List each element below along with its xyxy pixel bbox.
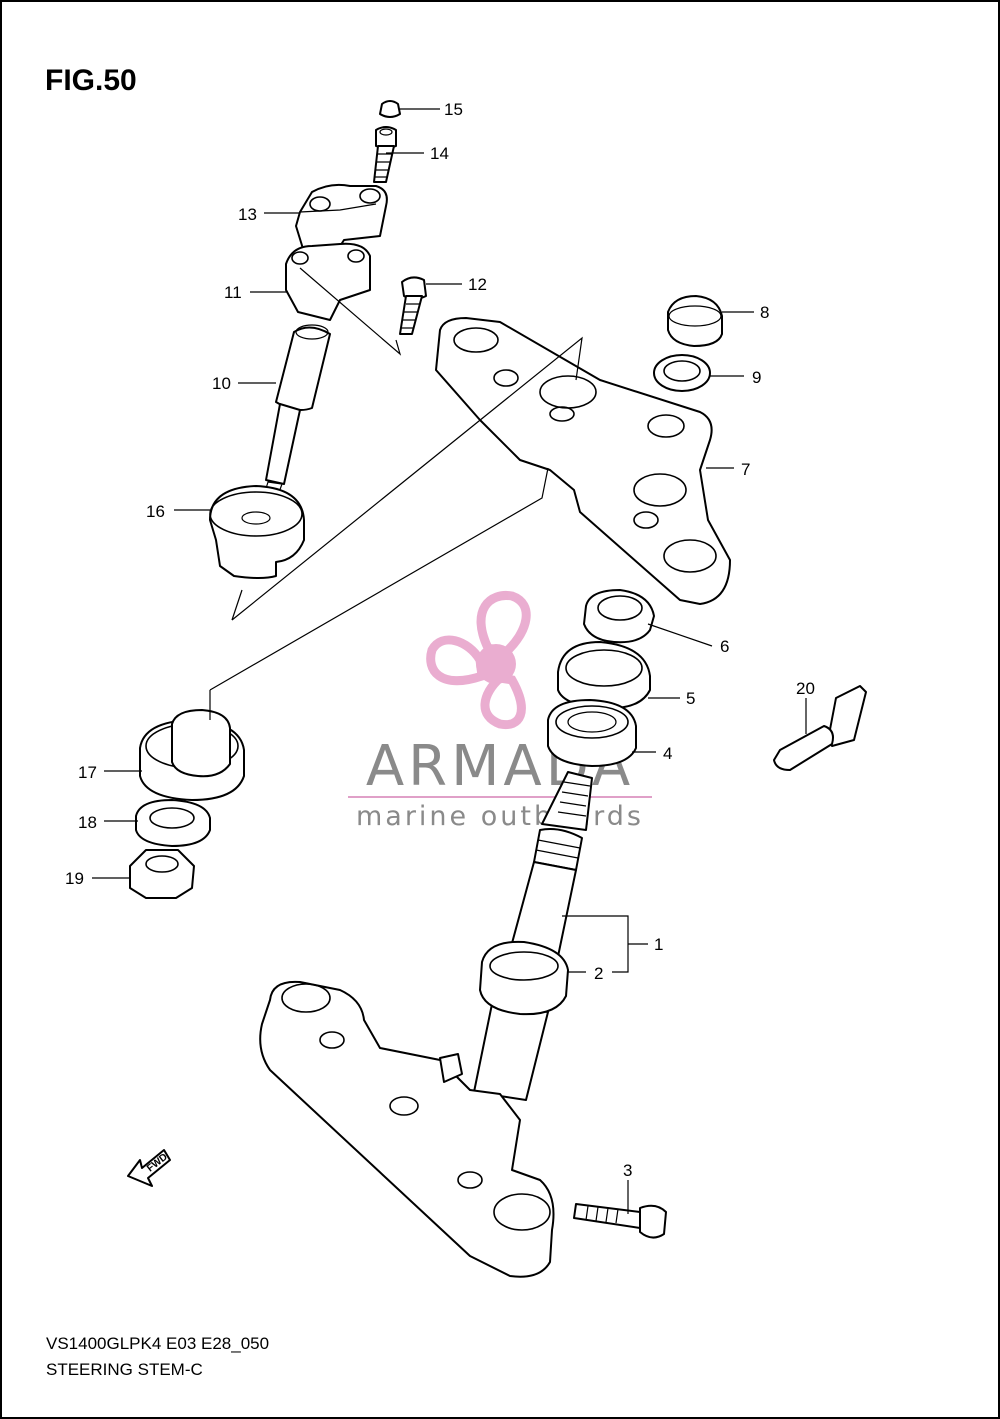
part-8-cap <box>667 295 723 347</box>
part-20-sensor <box>773 685 867 771</box>
callout-14: 14 <box>430 144 449 163</box>
part-11-lower-clamp <box>285 242 371 321</box>
callout-5: 5 <box>686 689 695 708</box>
part-6-nut <box>583 589 655 644</box>
callout-9: 9 <box>752 368 761 387</box>
part-13-upper-clamp <box>295 183 388 263</box>
part-12-bolt <box>399 276 427 335</box>
part-1-lower-bracket <box>259 980 555 1278</box>
callout-19: 19 <box>65 869 84 888</box>
part-9-washer <box>653 354 711 392</box>
callout-17: 17 <box>78 763 97 782</box>
part-2-ring <box>479 940 569 1016</box>
callout-11: 11 <box>224 283 242 302</box>
part-3-bolt <box>573 1203 667 1239</box>
callout-4: 4 <box>663 744 672 763</box>
part-5-cover <box>557 641 651 710</box>
figure-title: FIG.50 <box>45 64 137 97</box>
callout-12: 12 <box>468 275 487 294</box>
diagram-name: STEERING STEM-C <box>46 1360 203 1379</box>
part-19-nut <box>129 849 195 899</box>
part-17-bearing <box>139 709 245 801</box>
part-4-bearing <box>547 699 637 767</box>
callout-6: 6 <box>720 637 729 656</box>
fwd-arrow-icon: FWD <box>127 1149 171 1187</box>
callout-8: 8 <box>760 303 769 322</box>
propeller-icon <box>426 590 531 730</box>
assembly-guide-lines <box>209 267 583 720</box>
callout-13: 13 <box>238 205 257 224</box>
part-1-stem <box>473 771 593 1101</box>
callout-2: 2 <box>594 964 603 983</box>
callout-7: 7 <box>741 460 750 479</box>
part-7-upper-bracket <box>435 317 731 605</box>
part-15-cap <box>379 100 401 118</box>
part-14-bolt <box>373 126 397 183</box>
part-10-rod <box>259 324 331 513</box>
callout-3: 3 <box>623 1161 632 1180</box>
callout-15: 15 <box>444 100 463 119</box>
part-18-washer <box>135 799 211 847</box>
callout-leader-lines <box>92 108 807 1214</box>
callout-1: 1 <box>654 935 663 954</box>
callout-16: 16 <box>146 502 165 521</box>
callout-labels: 15 14 13 11 12 10 8 9 7 16 6 5 4 20 17 1… <box>65 100 815 1180</box>
part-16-damper <box>209 485 305 579</box>
watermark-tagline: marine outboards <box>356 801 644 832</box>
model-code: VS1400GLPK4 E03 E28_050 <box>46 1334 269 1353</box>
callout-18: 18 <box>78 813 97 832</box>
callout-10: 10 <box>212 374 231 393</box>
callout-20: 20 <box>796 679 815 698</box>
